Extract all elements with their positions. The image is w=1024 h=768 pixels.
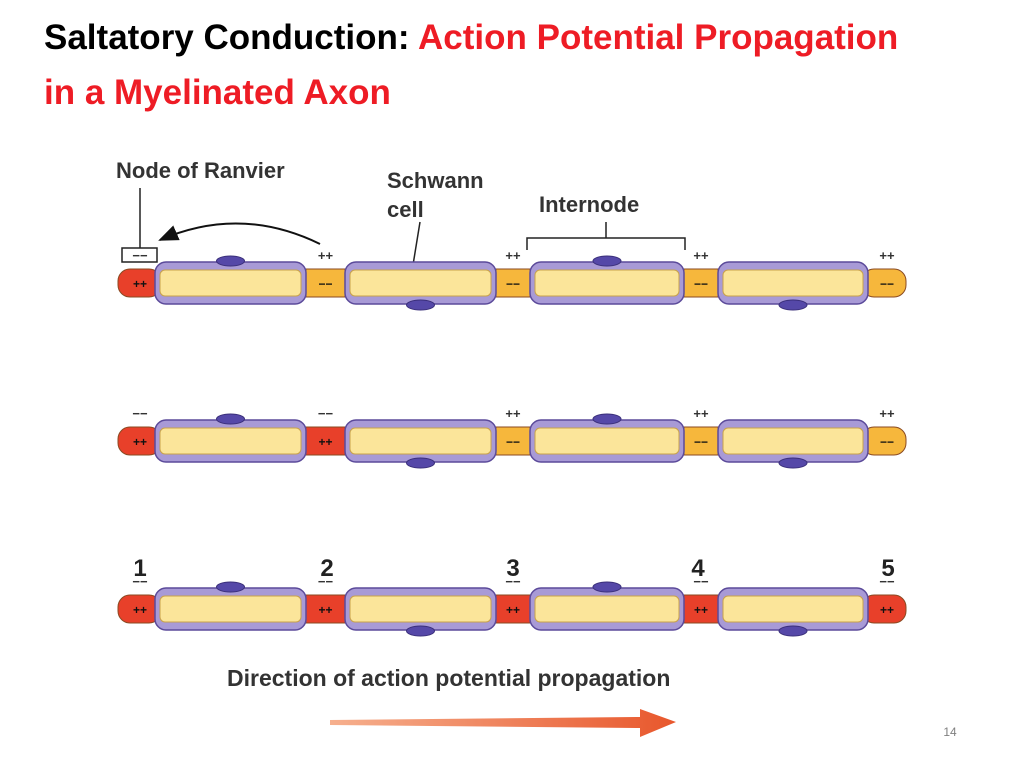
internal-charge-label: −− [880, 435, 894, 449]
axon-core [159, 427, 302, 455]
schwann-nucleus [778, 457, 808, 469]
external-charge-label: −− [132, 248, 148, 263]
internal-charge-label: ++ [133, 603, 147, 617]
page-title: Saltatory Conduction: Action Potential P… [44, 10, 1019, 120]
schwann-nucleus [406, 299, 435, 311]
schwann-nucleus [216, 581, 245, 593]
internal-charge-label: −− [318, 277, 332, 291]
external-charge-label: −− [318, 406, 334, 421]
internal-charge-label: −− [506, 435, 520, 449]
axon-core [349, 427, 492, 455]
axon-core [722, 269, 864, 297]
node-of-ranvier [305, 594, 346, 624]
axon-rows: ++ −− −− ++ −− ++ −− ++ −− ++ ++ −− ++ −− −− ++ −− ++ −− ++… [117, 248, 907, 637]
node-of-ranvier [495, 426, 531, 456]
axon-core [534, 595, 680, 623]
title-red-part-2: in a Myelinated Axon [44, 73, 391, 112]
internal-charge-label: −− [880, 277, 894, 291]
external-charge-label: ++ [318, 248, 334, 263]
external-charge-label: −− [693, 574, 709, 589]
axon-core [534, 427, 680, 455]
external-charge-label: ++ [505, 248, 521, 263]
internal-charge-label: ++ [880, 603, 894, 617]
internal-charge-label: ++ [133, 277, 147, 291]
internal-charge-label: −− [694, 435, 708, 449]
node-of-ranvier [683, 594, 719, 624]
external-charge-label: −− [318, 574, 334, 589]
external-charge-label: −− [879, 574, 895, 589]
node-number-label: 2 [320, 555, 333, 582]
node-number-label: 3 [506, 555, 519, 582]
schwann-nucleus [406, 457, 435, 469]
external-charge-label: −− [505, 574, 521, 589]
external-charge-label: ++ [879, 406, 895, 421]
schwann-nucleus [216, 255, 245, 267]
internal-charge-label: −− [506, 277, 520, 291]
axon-core [159, 269, 302, 297]
node-of-ranvier [683, 268, 719, 298]
internal-charge-label: −− [694, 277, 708, 291]
internode-bracket [526, 222, 686, 250]
node-number-label: 1 [133, 555, 146, 582]
direction-arrow-icon [330, 709, 676, 737]
internode-label: Internode [539, 192, 639, 217]
node-of-ranvier-bracket [121, 188, 158, 263]
node-number-label: 4 [691, 555, 705, 582]
axon-core [349, 269, 492, 297]
schwann-nucleus [778, 625, 808, 637]
internal-charge-label: ++ [506, 603, 520, 617]
schwann-nucleus [778, 299, 808, 311]
node-number-label: 5 [881, 555, 894, 582]
current-flow-arc-arrow [158, 222, 321, 245]
schwann-nucleus [406, 625, 435, 637]
title-black-part: Saltatory Conduction: [44, 18, 410, 57]
internal-charge-label: ++ [318, 435, 332, 449]
axon-core [349, 595, 492, 623]
external-charge-label: ++ [693, 248, 709, 263]
page-number: 14 [943, 725, 957, 739]
internal-charge-label: ++ [318, 603, 332, 617]
external-charge-label: ++ [505, 406, 521, 421]
external-charge-label: −− [132, 406, 148, 421]
schwann-nucleus [592, 413, 622, 425]
node-of-ranvier [495, 594, 531, 624]
schwann-nucleus [592, 581, 622, 593]
axon-core [722, 427, 864, 455]
external-charge-label: ++ [693, 406, 709, 421]
axon-core [534, 269, 680, 297]
internal-charge-label: ++ [133, 435, 147, 449]
external-charge-label: ++ [879, 248, 895, 263]
internal-charge-label: ++ [694, 603, 708, 617]
schwann-cell-label-line1: Schwann [387, 168, 484, 193]
node-of-ranvier-label: Node of Ranvier [116, 158, 285, 183]
direction-label: Direction of action potential propagatio… [227, 665, 670, 691]
external-charge-label: −− [132, 574, 148, 589]
schwann-cell-leader-line [412, 221, 421, 266]
axon-core [159, 595, 302, 623]
schwann-cell-label-line2: cell [387, 197, 424, 222]
title-red-part-1: Action Potential Propagation [418, 18, 899, 57]
axon-core [722, 595, 864, 623]
schwann-nucleus [592, 255, 622, 267]
schwann-nucleus [216, 413, 245, 425]
